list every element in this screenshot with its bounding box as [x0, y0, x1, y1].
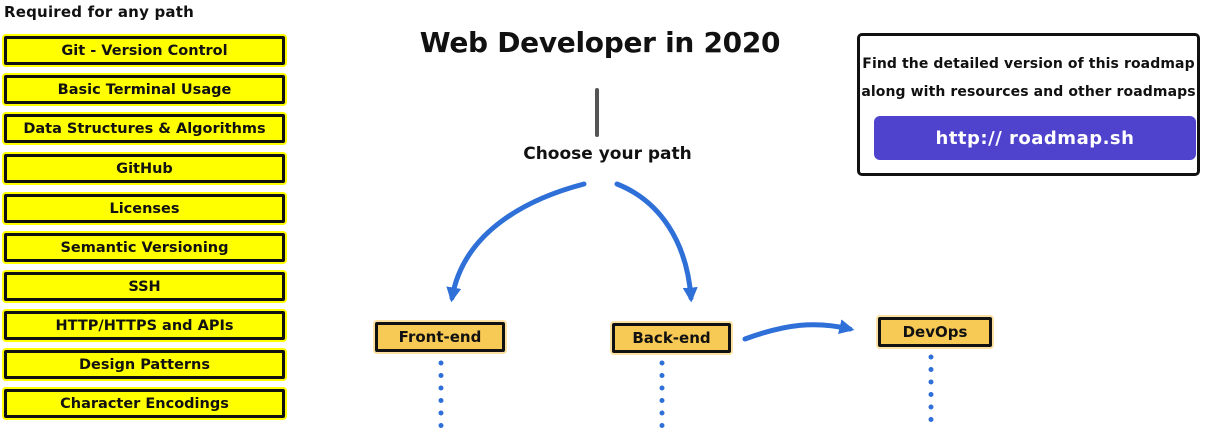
page-title: Web Developer in 2020 [419, 26, 781, 59]
arrow-to-frontend [446, 181, 587, 303]
required-item-character-encodings[interactable]: Character Encodings [4, 389, 285, 418]
required-item-terminal[interactable]: Basic Terminal Usage [4, 75, 285, 104]
node-devops[interactable]: DevOps [878, 317, 992, 347]
choose-path-label: Choose your path [523, 144, 692, 164]
required-section-heading: Required for any path [4, 3, 194, 21]
required-item-git[interactable]: Git - Version Control [4, 36, 285, 65]
required-item-data-structures[interactable]: Data Structures & Algorithms [4, 114, 285, 143]
title-stem-line [595, 88, 599, 137]
arrow-to-backend [614, 181, 698, 303]
required-item-ssh[interactable]: SSH [4, 272, 285, 301]
required-item-design-patterns[interactable]: Design Patterns [4, 350, 285, 379]
info-box: Find the detailed version of this roadma… [857, 33, 1200, 176]
arrow-backend-to-devops [742, 319, 855, 342]
info-box-text-line1: Find the detailed version of this roadma… [862, 56, 1195, 72]
required-item-licenses[interactable]: Licenses [4, 194, 285, 223]
required-item-github[interactable]: GitHub [4, 154, 285, 183]
roadmap-url-button[interactable]: http:// roadmap.sh [874, 116, 1196, 160]
required-item-semver[interactable]: Semantic Versioning [4, 233, 285, 262]
required-item-http-apis[interactable]: HTTP/HTTPS and APIs [4, 311, 285, 340]
node-backend[interactable]: Back-end [612, 323, 731, 353]
info-box-text-line2: along with resources and other roadmaps [861, 84, 1196, 100]
node-frontend[interactable]: Front-end [375, 322, 505, 352]
